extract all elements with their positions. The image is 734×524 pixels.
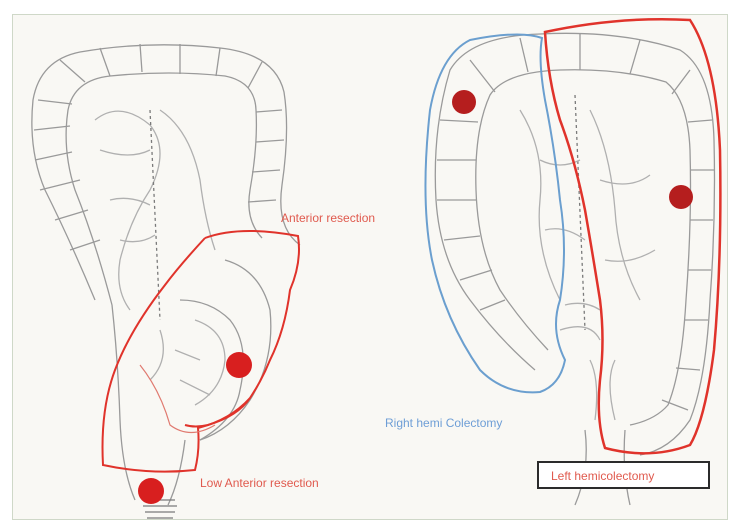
- tumor-marker-sigmoid: [226, 352, 252, 378]
- label-anterior-resection: Anterior resection: [281, 211, 375, 225]
- tumor-marker-hepatic-flexure: [452, 90, 476, 114]
- tumor-marker-rectal: [138, 478, 164, 504]
- anterior-resection-outline: [185, 231, 299, 427]
- left-colon: [32, 44, 300, 518]
- label-right-hemi-colectomy: Right hemi Colectomy: [385, 416, 502, 430]
- tumor-marker-descending-colon: [669, 185, 693, 209]
- right-colon: [435, 33, 714, 505]
- label-low-anterior-resection: Low Anterior resection: [200, 476, 319, 490]
- low-anterior-resection-outline: [103, 238, 251, 472]
- label-left-hemicolectomy: Left hemicolectomy: [537, 461, 710, 489]
- left-hemicolectomy-outline: [545, 19, 720, 453]
